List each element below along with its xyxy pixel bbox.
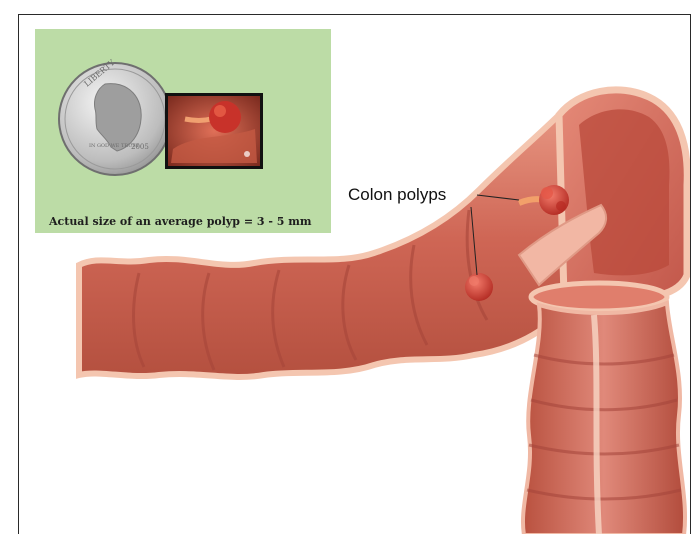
size-comparison-inset: LIBERTY IN GOD WE TRUST 2005 Actual size…: [35, 29, 331, 233]
colon-polyps-label: Colon polyps: [348, 185, 446, 205]
polyp-small: [465, 273, 493, 301]
illustration-frame: LIBERTY IN GOD WE TRUST 2005 Actual size…: [18, 14, 691, 534]
dime-coin: LIBERTY IN GOD WE TRUST 2005: [59, 58, 171, 175]
descending-lumen: [594, 315, 599, 534]
endoscopic-photo: [165, 93, 263, 169]
inset-graphics: LIBERTY IN GOD WE TRUST 2005: [35, 29, 331, 233]
coin-year: 2005: [131, 143, 149, 151]
flexure-inner: [579, 109, 669, 275]
inset-caption: Actual size of an average polyp = 3 - 5 …: [35, 215, 331, 228]
